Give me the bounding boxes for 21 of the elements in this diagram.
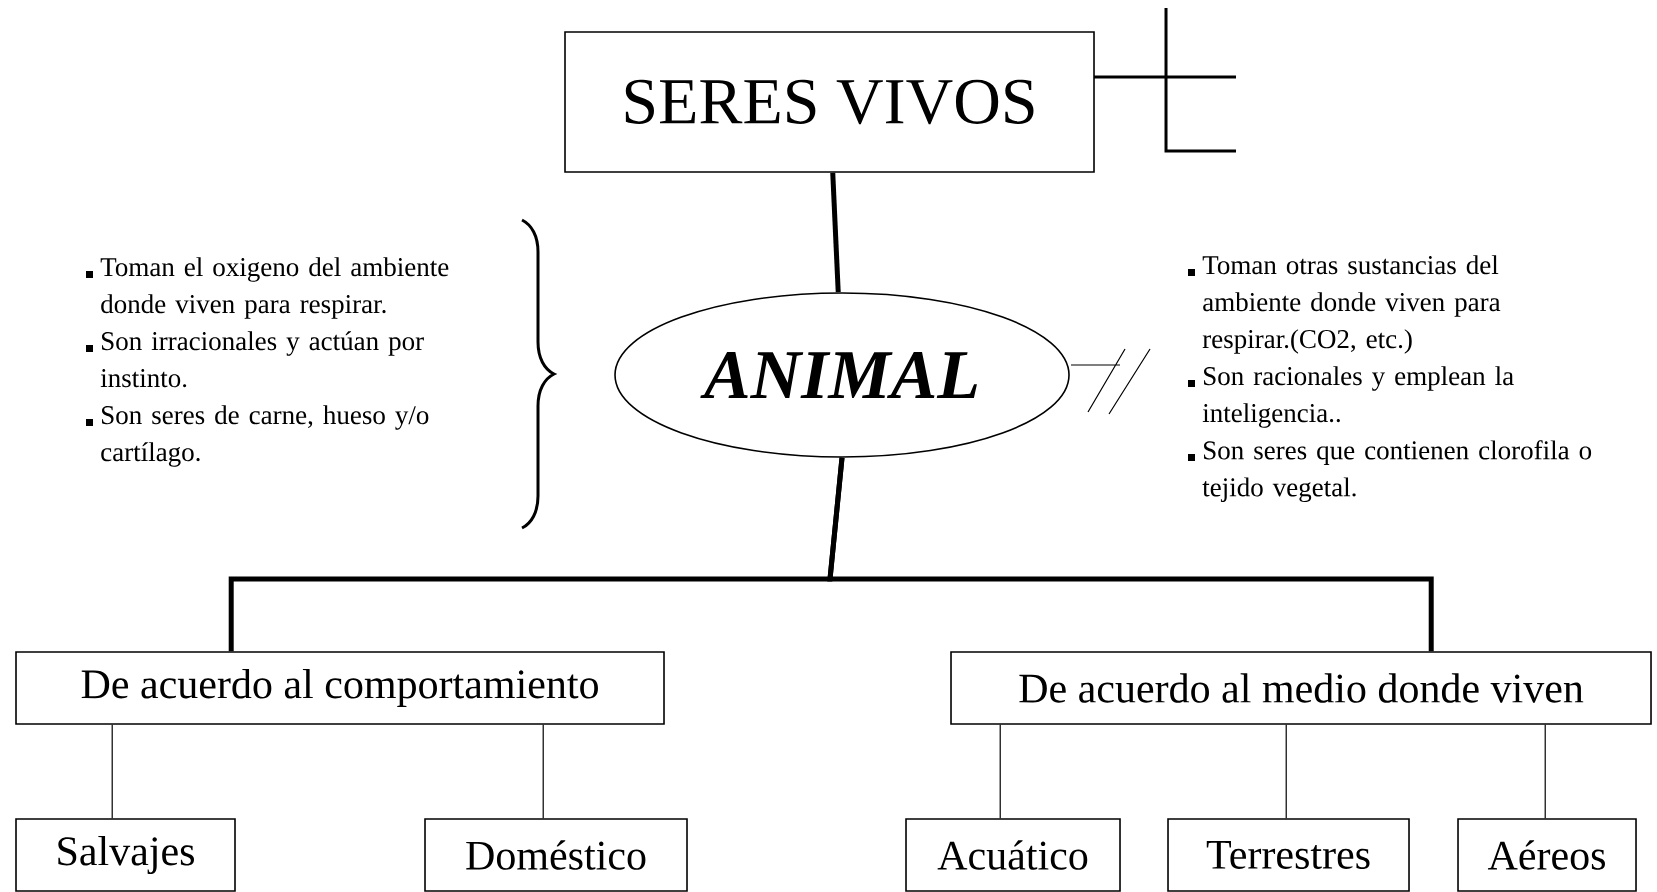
connector-line bbox=[1285, 724, 1287, 819]
connector-line bbox=[830, 172, 841, 293]
bullet-text: Son irracionales y actúan por instinto. bbox=[100, 331, 424, 388]
bullet-text: Son seres de carne, hueso y/o cartílago. bbox=[101, 405, 429, 467]
connector-line bbox=[542, 724, 544, 819]
connector-line bbox=[999, 724, 1001, 819]
category-box: Acuático bbox=[905, 818, 1121, 892]
bullet-text: Son racionales y emplean la inteligencia.. bbox=[1202, 366, 1514, 428]
category-box: Aéreos bbox=[1457, 818, 1637, 892]
bullet-text: Toman el oxigeno del ambiente donde viven para respirar. bbox=[100, 257, 449, 319]
category-box: De acuerdo al medio donde viven bbox=[950, 651, 1652, 725]
category-box: Salvajes bbox=[15, 818, 236, 892]
connector-line bbox=[1544, 724, 1546, 819]
connector-line bbox=[111, 724, 113, 819]
bullet-text: Son seres que contienen clorofila o tejido vegetal. bbox=[1202, 440, 1592, 503]
category-box: De acuerdo al comportamiento bbox=[15, 651, 665, 725]
bullet-text: Toman otras sustancias del ambiente donde viven para respirar.(CO2, etc.) bbox=[1202, 255, 1501, 354]
category-box: Doméstico bbox=[424, 818, 688, 892]
connector-line bbox=[827, 457, 1434, 652]
category-box: SERES VIVOS bbox=[564, 31, 1095, 173]
category-box: Terrestres bbox=[1167, 818, 1410, 892]
